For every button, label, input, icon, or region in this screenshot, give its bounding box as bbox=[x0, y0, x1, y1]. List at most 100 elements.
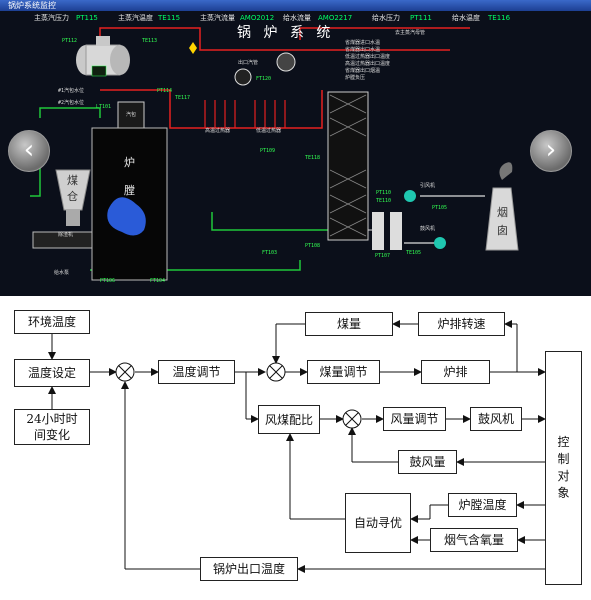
reading: TE105 bbox=[406, 250, 422, 256]
status-value: TE116 bbox=[488, 14, 511, 22]
slag-remover-label: 除渣机 bbox=[58, 232, 74, 238]
valve-marker bbox=[189, 42, 197, 54]
sum-junction-3 bbox=[342, 409, 362, 429]
drum-level-display bbox=[91, 65, 107, 77]
status-label: 主蒸汽温度 bbox=[118, 14, 153, 22]
control-object-char: 对 bbox=[557, 469, 570, 483]
status-value: AMO2217 bbox=[318, 14, 353, 22]
drum-heat-exchanger bbox=[117, 101, 145, 129]
status-value: PT115 bbox=[76, 14, 98, 22]
reading: FT104 bbox=[150, 278, 166, 284]
panel-line-4: 高温过热器出口温度 bbox=[345, 61, 391, 67]
coal-label-2: 仓 bbox=[67, 190, 78, 203]
status-label: 给水流量 bbox=[283, 14, 311, 22]
control-object-char: 控 bbox=[557, 435, 570, 449]
time-change-block: 24小时时间变化 bbox=[14, 409, 90, 445]
furnace-label-1: 炉 bbox=[124, 156, 135, 169]
reading: TE117 bbox=[175, 95, 191, 101]
tube-banks bbox=[329, 94, 367, 237]
water-line bbox=[39, 107, 101, 118]
next-arrow-button[interactable]: › bbox=[530, 130, 572, 172]
control-block-diagram: 环境温度 温度设定 24小时时间变化 温度调节 煤量 炉排转速 煤量调节 炉排 … bbox=[0, 297, 591, 600]
control-object-char: 象 bbox=[557, 486, 570, 500]
coal-amount-block: 煤量 bbox=[305, 312, 393, 336]
reading: TE113 bbox=[142, 38, 158, 44]
window-title-bar: 锅炉系统监控 bbox=[0, 0, 591, 11]
reading: LT101 bbox=[96, 104, 112, 110]
blower-fan bbox=[434, 237, 446, 249]
reading: PT107 bbox=[375, 253, 391, 259]
reading: PT114 bbox=[157, 88, 173, 94]
reading: TE118 bbox=[305, 155, 321, 161]
grate-speed-block: 炉排转速 bbox=[418, 312, 505, 336]
induced-fan-label: 引风机 bbox=[420, 183, 436, 189]
status-label: 给水压力 bbox=[372, 14, 400, 22]
feed-pump-label: 给水泵 bbox=[54, 270, 70, 276]
chimney-label-2: 囱 bbox=[497, 224, 508, 237]
scada-title: 锅 炉 系 统 bbox=[237, 25, 335, 41]
steam-header-ring bbox=[234, 68, 252, 86]
reading: FT120 bbox=[256, 76, 272, 82]
furnace-flame bbox=[107, 197, 146, 236]
drum-valve bbox=[96, 36, 110, 46]
panel-line-5: 省煤器出口烟温 bbox=[345, 68, 381, 74]
panel-line-3: 低温过热器出口温度 bbox=[345, 54, 391, 60]
status-label: 主蒸汽流量 bbox=[200, 14, 235, 22]
panel-line-1: 省煤器进口水温 bbox=[345, 40, 381, 46]
furnace-label-2: 膛 bbox=[124, 184, 135, 197]
ambient-temp-block: 环境温度 bbox=[14, 310, 90, 334]
boiler-outlet-temp-block: 锅炉出口温度 bbox=[200, 557, 298, 581]
panel-line-2: 省煤器出口水温 bbox=[345, 47, 381, 53]
temp-setting-block: 温度设定 bbox=[14, 359, 90, 387]
drum-level-a-label: #1汽包水位 bbox=[58, 88, 85, 94]
blower-amount-block: 鼓风量 bbox=[398, 450, 457, 474]
slag-remover bbox=[32, 231, 93, 249]
coal-regulate-block: 煤量调节 bbox=[307, 360, 380, 384]
reading: FT103 bbox=[262, 250, 278, 256]
scada-screen: 锅炉系统监控 主蒸汽压力 PT115 主蒸汽温度 TE115 主蒸汽流量 AMO… bbox=[0, 0, 591, 296]
collector-2 bbox=[390, 212, 402, 250]
reading: PT110 bbox=[376, 190, 392, 196]
connector-lines bbox=[48, 320, 546, 573]
blower-block: 鼓风机 bbox=[470, 407, 522, 431]
auto-optimize-block: 自动寻优 bbox=[345, 493, 411, 553]
reading: PT112 bbox=[62, 38, 78, 44]
air-coal-ratio-block: 风煤配比 bbox=[258, 405, 320, 434]
chimney bbox=[485, 187, 519, 251]
economizer-water-line bbox=[211, 212, 331, 240]
reading: TE110 bbox=[376, 198, 392, 204]
chimney-smoke bbox=[499, 162, 513, 180]
prev-arrow-button[interactable]: ‹ bbox=[8, 130, 50, 172]
drum-level-b-label: #2汽包水位 bbox=[58, 100, 85, 106]
status-value: TE115 bbox=[158, 14, 181, 22]
furnace-temp-block: 炉膛温度 bbox=[448, 493, 517, 517]
steam-header-label: 出口汽管 bbox=[238, 60, 259, 66]
drum-label: 汽包 bbox=[126, 112, 137, 118]
control-object-char: 制 bbox=[557, 452, 570, 466]
collector-1 bbox=[372, 212, 384, 250]
coal-label-1: 煤 bbox=[67, 174, 78, 187]
steam-header-gauge bbox=[276, 52, 296, 72]
reading: PT106 bbox=[100, 278, 116, 284]
induced-fan bbox=[404, 190, 416, 202]
blower-label: 鼓风机 bbox=[420, 226, 436, 232]
superheater-low-label: 低温过热器 bbox=[256, 128, 282, 134]
status-label: 给水温度 bbox=[452, 14, 480, 22]
temp-regulate-block: 温度调节 bbox=[158, 360, 235, 384]
reading: PT108 bbox=[305, 243, 321, 249]
superheater-tubes bbox=[204, 100, 286, 128]
reading: PT109 bbox=[260, 148, 276, 154]
coal-feeder bbox=[66, 210, 80, 226]
drum-end-right bbox=[110, 45, 130, 75]
panel-line-6: 炉膛负压 bbox=[345, 75, 366, 81]
status-value: PT111 bbox=[410, 14, 432, 22]
status-bar: 主蒸汽压力 PT115 主蒸汽温度 TE115 主蒸汽流量 AMO2012 给水… bbox=[0, 12, 591, 24]
window-title: 锅炉系统监控 bbox=[8, 1, 56, 10]
chimney-label-1: 烟 bbox=[497, 206, 508, 219]
steam-out-label: 去主蒸汽母管 bbox=[395, 30, 426, 36]
sum-junction-1 bbox=[115, 362, 135, 382]
sum-junction-2 bbox=[266, 362, 286, 382]
control-object-block: 控 制 对 象 bbox=[545, 351, 582, 585]
status-value: AMO2012 bbox=[240, 14, 275, 22]
